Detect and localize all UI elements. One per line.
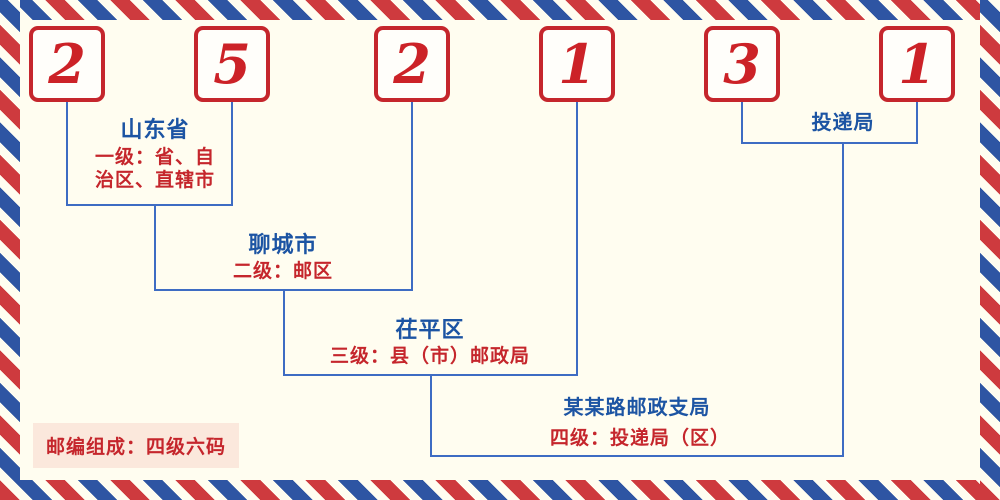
level1-desc-line2: 治区、直辖市	[94, 169, 216, 191]
digit-box-4: 1	[539, 26, 615, 102]
level1-region-label: 山东省	[120, 118, 190, 143]
airmail-border-top	[0, 0, 1000, 20]
connector-line-delivery-base	[741, 142, 918, 144]
digit-box-6: 1	[879, 26, 955, 102]
connector-line-l2-step	[154, 204, 156, 291]
level2-desc: 二级：邮区	[232, 260, 334, 282]
delivery-bureau-label: 投递局	[811, 110, 875, 134]
level1-desc-line1: 一级：省、自	[94, 146, 216, 168]
digit-box-2: 5	[194, 26, 270, 102]
airmail-border-left	[0, 0, 20, 500]
level2-region-label: 聊城市	[248, 233, 318, 258]
connector-line-l1-right	[231, 102, 233, 206]
airmail-border-bottom	[0, 480, 1000, 500]
digit-box-3: 2	[374, 26, 450, 102]
connector-line-l1-base	[66, 204, 233, 206]
digit-4: 1	[558, 32, 596, 96]
connector-line-l4-step	[430, 374, 432, 457]
level4-region-label: 某某路邮政支局	[563, 395, 711, 419]
connector-line-delivery-left	[741, 102, 743, 144]
level3-desc: 三级：县（市）邮政局	[329, 345, 531, 367]
digit-3: 2	[393, 32, 431, 96]
footer-composition-badge: 邮编组成：四级六码	[33, 423, 240, 468]
digit-2: 5	[213, 32, 251, 96]
connector-line-l4-right	[842, 142, 844, 457]
connector-line-l3-step	[283, 289, 285, 376]
connector-line-l4-base	[430, 455, 844, 457]
connector-line-l1-left	[66, 102, 68, 206]
connector-line-delivery-right	[916, 102, 918, 144]
airmail-border-right	[980, 0, 1000, 500]
digit-5: 3	[723, 32, 761, 96]
connector-line-l3-right	[576, 102, 578, 376]
digit-1: 2	[48, 32, 86, 96]
digit-6: 1	[898, 32, 936, 96]
digit-box-5: 3	[704, 26, 780, 102]
level4-desc: 四级：投递局（区）	[549, 427, 731, 449]
digit-box-1: 2	[29, 26, 105, 102]
level3-region-label: 茌平区	[395, 318, 465, 343]
connector-line-l2-right	[411, 102, 413, 291]
